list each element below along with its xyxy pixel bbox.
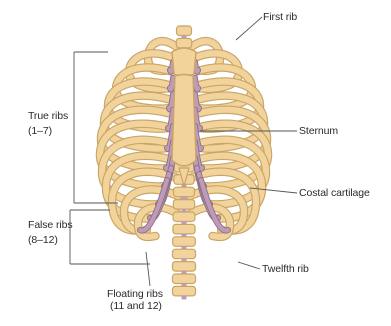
label-false-ribs-range: (8–12): [28, 234, 73, 246]
vertebra: [173, 237, 196, 247]
vertebra: [172, 286, 195, 296]
label-floating-ribs: Floating ribs (11 and 12): [107, 288, 163, 312]
vertebra: [172, 262, 195, 272]
vertebra: [173, 224, 195, 234]
label-true-ribs: True ribs (1–7): [28, 110, 68, 137]
label-twelfth-rib: Twelfth rib: [262, 263, 309, 275]
vertebra: [172, 274, 195, 284]
label-sternum: Sternum: [299, 125, 338, 137]
vertebra: [172, 249, 195, 259]
vertebra: [174, 187, 195, 197]
label-false-ribs: False ribs (8–12): [28, 219, 73, 246]
label-true-ribs-title: True ribs: [28, 110, 68, 122]
label-true-ribs-range: (1–7): [28, 125, 68, 137]
first-rib-leader: [236, 17, 262, 40]
floating-ribs-leader: [146, 252, 150, 286]
vertebra: [176, 38, 191, 48]
intervertebral-disc: [182, 295, 187, 299]
label-floating-ribs-range: (11 and 12): [110, 300, 163, 312]
vertebra: [173, 200, 194, 210]
twelfth-rib-leader: [238, 262, 260, 269]
manubrium: [172, 48, 196, 76]
sternum-body: [172, 75, 196, 167]
label-false-ribs-title: False ribs: [28, 219, 73, 231]
vertebra: [173, 212, 195, 222]
label-floating-ribs-title: Floating ribs: [107, 288, 163, 300]
label-costal-cartilage: Costal cartilage: [299, 187, 370, 199]
label-first-rib: First rib: [263, 11, 297, 23]
vertebra: [177, 26, 192, 36]
